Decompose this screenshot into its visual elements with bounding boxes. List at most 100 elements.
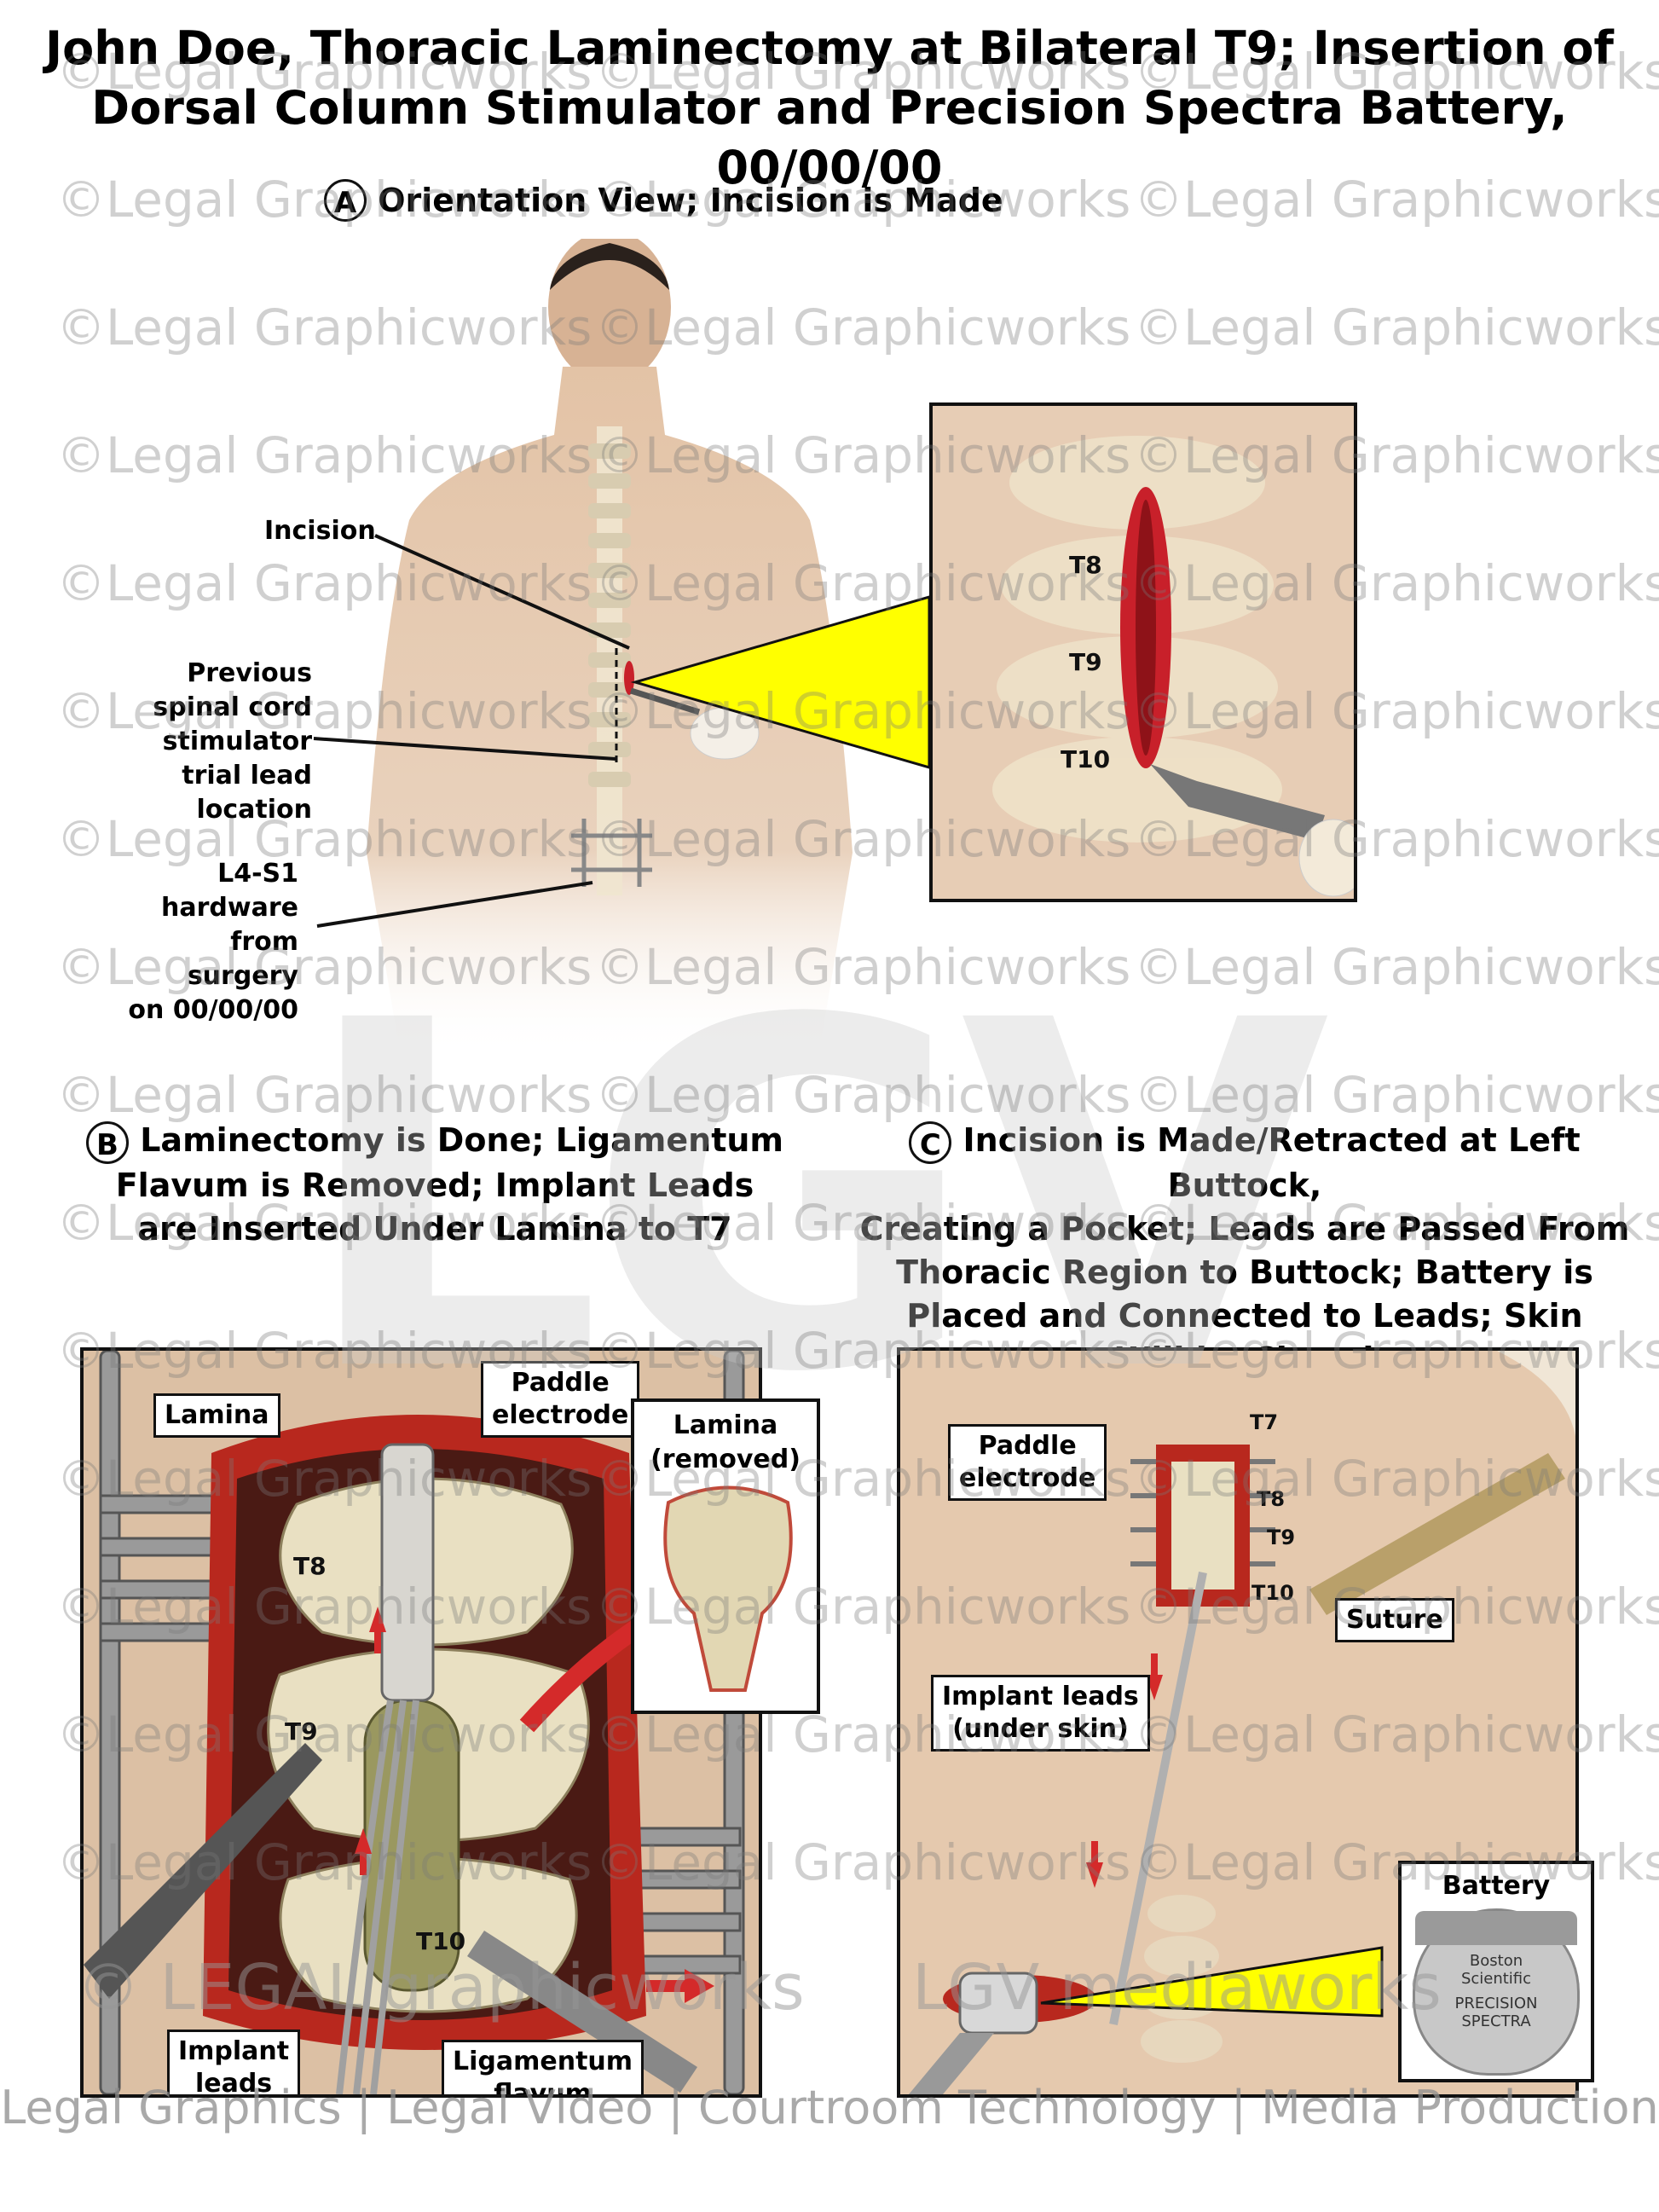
label-b-t9: T9 bbox=[285, 1717, 318, 1746]
label-box-lamina: Lamina bbox=[153, 1393, 280, 1438]
battery-brand-line1: Boston bbox=[1469, 1952, 1523, 1970]
label-implant-c-line1: Implant leads bbox=[942, 1682, 1139, 1711]
label-previous-line5: location bbox=[196, 795, 312, 825]
zoom-pointer bbox=[630, 595, 931, 769]
battery-inset: Battery Boston Scientific PRECISION SPEC… bbox=[1398, 1861, 1594, 2082]
label-implant-b-line1: Implant bbox=[178, 2036, 290, 2066]
watermark-text: ©Legal Graphicworks bbox=[56, 1066, 592, 1124]
label-c-t9: T9 bbox=[1267, 1526, 1296, 1549]
label-box-paddle-b: Paddle electrode bbox=[481, 1361, 640, 1438]
paddle-electrode bbox=[380, 1443, 435, 1702]
retractor-left bbox=[99, 1351, 222, 2094]
battery-brand-line2: Scientific bbox=[1460, 1970, 1532, 1988]
panel-c-caption: C Incision is Made/Retracted at Left But… bbox=[844, 1119, 1645, 1381]
panel-c-image: Paddle electrode T7 T8 T9 T10 Suture Imp… bbox=[897, 1347, 1579, 2098]
inset-label-t8: T8 bbox=[1069, 551, 1102, 579]
label-box-ligamentum: Ligamentum flavum bbox=[442, 2040, 645, 2098]
panel-c-caption-line1: Incision is Made/Retracted at Left Butto… bbox=[962, 1121, 1581, 1204]
lamina-removed-label: Lamina (removed) bbox=[634, 1409, 817, 1477]
label-implant-c-line2: (under skin) bbox=[952, 1714, 1129, 1744]
label-previous-lead: Previous spinal cord stimulator trial le… bbox=[128, 657, 312, 827]
lamina-removed-line1: Lamina bbox=[673, 1410, 778, 1440]
inset-scalpel-icon bbox=[1150, 764, 1325, 841]
label-hardware-line4: on 00/00/00 bbox=[128, 995, 298, 1025]
label-paddle-c-line1: Paddle bbox=[978, 1431, 1077, 1461]
watermark-text: ©Legal Graphicworks bbox=[1134, 1066, 1659, 1124]
incision-mark bbox=[624, 661, 634, 695]
inset-label-t9: T9 bbox=[1069, 648, 1102, 676]
scalpel-icon bbox=[629, 687, 701, 715]
label-b-t8: T8 bbox=[293, 1552, 327, 1580]
panel-a-caption: A Orientation View; Incision is Made bbox=[324, 179, 1006, 230]
implant-leads bbox=[336, 1700, 419, 2094]
footer-services: Legal Graphics | Legal Video | Courtroom… bbox=[0, 2081, 1659, 2134]
label-previous-line1: Previous bbox=[187, 658, 312, 688]
logo-lgv-mediaworks: LGV mediaworks bbox=[912, 1951, 1442, 2024]
spine bbox=[571, 426, 652, 895]
label-previous-line4: trial lead bbox=[182, 761, 312, 790]
label-hardware-line1: L4-S1 bbox=[217, 859, 298, 889]
panel-c-letter: C bbox=[909, 1120, 952, 1164]
page-title: John Doe, Thoracic Laminectomy at Bilate… bbox=[0, 19, 1659, 198]
label-c-t7: T7 bbox=[1250, 1410, 1279, 1434]
buttock-retractor bbox=[909, 2033, 994, 2094]
title-line-1: John Doe, Thoracic Laminectomy at Bilate… bbox=[45, 21, 1614, 75]
watermark-text: ©Legal Graphicworks bbox=[595, 1066, 1131, 1124]
inset-label-t10: T10 bbox=[1061, 745, 1111, 773]
label-implant-b-line2: leads bbox=[194, 2069, 273, 2098]
panel-b-caption-line3: are Inserted Under Lamina to T7 bbox=[137, 1209, 732, 1248]
label-paddle-c-line2: electrode bbox=[959, 1463, 1096, 1493]
battery-model-line2: SPECTRA bbox=[1461, 2012, 1531, 2030]
panel-b-caption-line1: Laminectomy is Done; Ligamentum bbox=[140, 1121, 784, 1159]
label-box-implant-leads: Implant leads bbox=[167, 2030, 301, 2098]
back-illustration bbox=[367, 239, 853, 1057]
label-b-t10: T10 bbox=[416, 1927, 466, 1955]
label-hardware-line2: hardware bbox=[161, 893, 298, 923]
panel-b-letter: B bbox=[85, 1120, 129, 1164]
panel-b-caption-line2: Flavum is Removed; Implant Leads bbox=[115, 1166, 754, 1204]
label-box-paddle-c: Paddle electrode bbox=[948, 1424, 1107, 1501]
label-hardware: L4-S1 hardware from surgery on 00/00/00 bbox=[111, 857, 298, 1028]
label-box-suture: Suture bbox=[1335, 1598, 1454, 1642]
suture-needle-driver-icon bbox=[1309, 1453, 1565, 1615]
forceps-icon bbox=[84, 1743, 322, 1999]
panel-c-caption-line2: Creating a Pocket; Leads are Passed From bbox=[859, 1209, 1630, 1248]
lead-under-skin bbox=[1109, 1572, 1207, 2025]
implanted-battery bbox=[958, 1972, 1038, 2035]
label-paddle-b-line1: Paddle bbox=[511, 1368, 610, 1398]
inset-spine-illustration bbox=[933, 406, 1354, 899]
removed-lamina-bone bbox=[663, 1485, 793, 1692]
retractor-c bbox=[1130, 1459, 1275, 1566]
label-paddle-b-line2: electrode bbox=[492, 1400, 629, 1430]
title-line-2: Dorsal Column Stimulator and Precision S… bbox=[91, 81, 1568, 194]
label-incision: Incision bbox=[264, 516, 376, 546]
label-previous-line3: stimulator bbox=[162, 727, 312, 756]
hair bbox=[550, 243, 669, 290]
logo-legal-graphicworks: © LEGAL graphicworks bbox=[77, 1951, 805, 2024]
label-previous-line2: spinal cord bbox=[153, 692, 312, 722]
panel-a-letter: A bbox=[324, 179, 367, 222]
lamina-removed-inset: Lamina (removed) bbox=[631, 1398, 820, 1714]
head bbox=[548, 239, 671, 384]
gloved-hand-c bbox=[1497, 1351, 1575, 1436]
battery-device-icon: Boston Scientific PRECISION SPECTRA bbox=[1413, 1908, 1580, 2076]
panel-b-image: Lamina Paddle electrode T8 T9 T10 Implan… bbox=[80, 1347, 762, 2098]
panel-c-caption-line3: Thoracic Region to Buttock; Battery is bbox=[896, 1253, 1593, 1291]
inset-hand bbox=[1298, 819, 1354, 897]
label-c-t10: T10 bbox=[1251, 1581, 1294, 1605]
label-hardware-line3: from surgery bbox=[187, 927, 298, 991]
label-box-implant-leads-c: Implant leads (under skin) bbox=[931, 1675, 1150, 1752]
battery-label: Battery bbox=[1442, 1871, 1551, 1901]
lead-arrows bbox=[1086, 1653, 1163, 1888]
label-ligamentum-line1: Ligamentum bbox=[453, 2047, 633, 2076]
label-c-t8: T8 bbox=[1257, 1487, 1286, 1511]
panel-a-inset: T8 T9 T10 bbox=[929, 402, 1357, 902]
panel-c-caption-line4: Placed and Connected to Leads; Skin bbox=[906, 1296, 1583, 1335]
panel-b-caption: B Laminectomy is Done; Ligamentum Flavum… bbox=[85, 1119, 784, 1251]
label-ligamentum-line2: flavum bbox=[494, 2079, 592, 2098]
battery-model-line1: PRECISION bbox=[1454, 1995, 1538, 2012]
battery-pointer bbox=[1040, 1946, 1384, 2018]
direction-arrows bbox=[355, 1607, 714, 2003]
panel-a-caption-text: Orientation View; Incision is Made bbox=[378, 182, 1003, 219]
lamina-removed-line2: (removed) bbox=[650, 1445, 801, 1474]
